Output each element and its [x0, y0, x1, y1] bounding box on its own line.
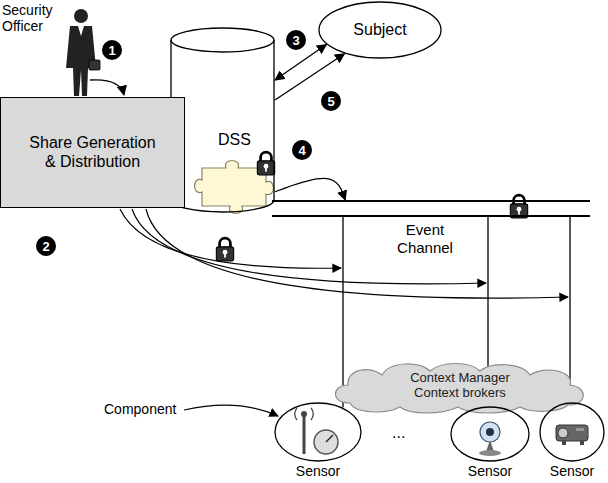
node-text: Sensor: [468, 464, 512, 479]
connector: [275, 45, 326, 81]
process-box: Share Generation & Distribution: [0, 97, 185, 208]
lock-icon: [216, 238, 233, 261]
callout-number: 4: [292, 140, 312, 160]
component-ellipse: Sensor: [274, 402, 362, 462]
label-slot: Security Officer: [2, 2, 66, 34]
connector: [569, 217, 570, 402]
component-ellipse: Sensor: [539, 402, 605, 462]
actor-label: Security Officer: [2, 2, 66, 34]
label-slot: ...: [392, 424, 405, 442]
node-text: Subject: [353, 21, 406, 39]
projector-sensor-icon: [556, 425, 588, 445]
leader-arrow: [184, 405, 278, 416]
node-text: DSS: [218, 131, 251, 149]
node-text: Sensor: [296, 464, 340, 479]
node-text: Event Channel: [390, 221, 460, 256]
node-text: Share Generation & Distribution: [28, 134, 158, 171]
label-slot: 1: [102, 40, 122, 60]
label-slot: 3: [286, 30, 306, 50]
share-arrows: [120, 209, 568, 298]
callout-number: 2: [36, 236, 56, 256]
officer-figure: [66, 9, 100, 96]
channel-band-outline: [272, 200, 590, 217]
callout-number: 5: [321, 91, 341, 111]
lock-icon: [510, 195, 527, 218]
callout-number: 3: [286, 30, 306, 50]
step-arrow: [90, 80, 124, 95]
antenna-sensor-icon: [295, 408, 338, 454]
database-cylinder-outline: [170, 28, 275, 212]
channel-band: Event Channel: [272, 200, 590, 217]
label-slot: 4: [292, 140, 312, 160]
context-cloud: Context Manager Context brokers: [330, 361, 590, 411]
label-slot: 2: [36, 236, 56, 256]
component-ellipse-outline: [274, 402, 362, 462]
lock-icon: [257, 152, 274, 175]
label-slot: Component: [104, 401, 176, 417]
component-label: Component: [104, 401, 176, 417]
label-slot: 5: [321, 91, 341, 111]
connector: [342, 217, 343, 407]
ellipsis-label: ...: [392, 424, 405, 442]
node-text: Context Manager Context brokers: [403, 371, 518, 401]
component-ellipse: Sensor: [450, 406, 530, 462]
callout-number: 1: [102, 40, 122, 60]
camera-sensor-icon: [479, 422, 501, 456]
component-ellipse-outline: [539, 402, 605, 462]
connector: [275, 178, 345, 200]
node-text: Sensor: [550, 464, 594, 479]
actor-ellipse: Subject: [318, 1, 442, 59]
component-ellipse-outline: [450, 406, 530, 462]
database-cylinder: DSS: [170, 28, 275, 212]
